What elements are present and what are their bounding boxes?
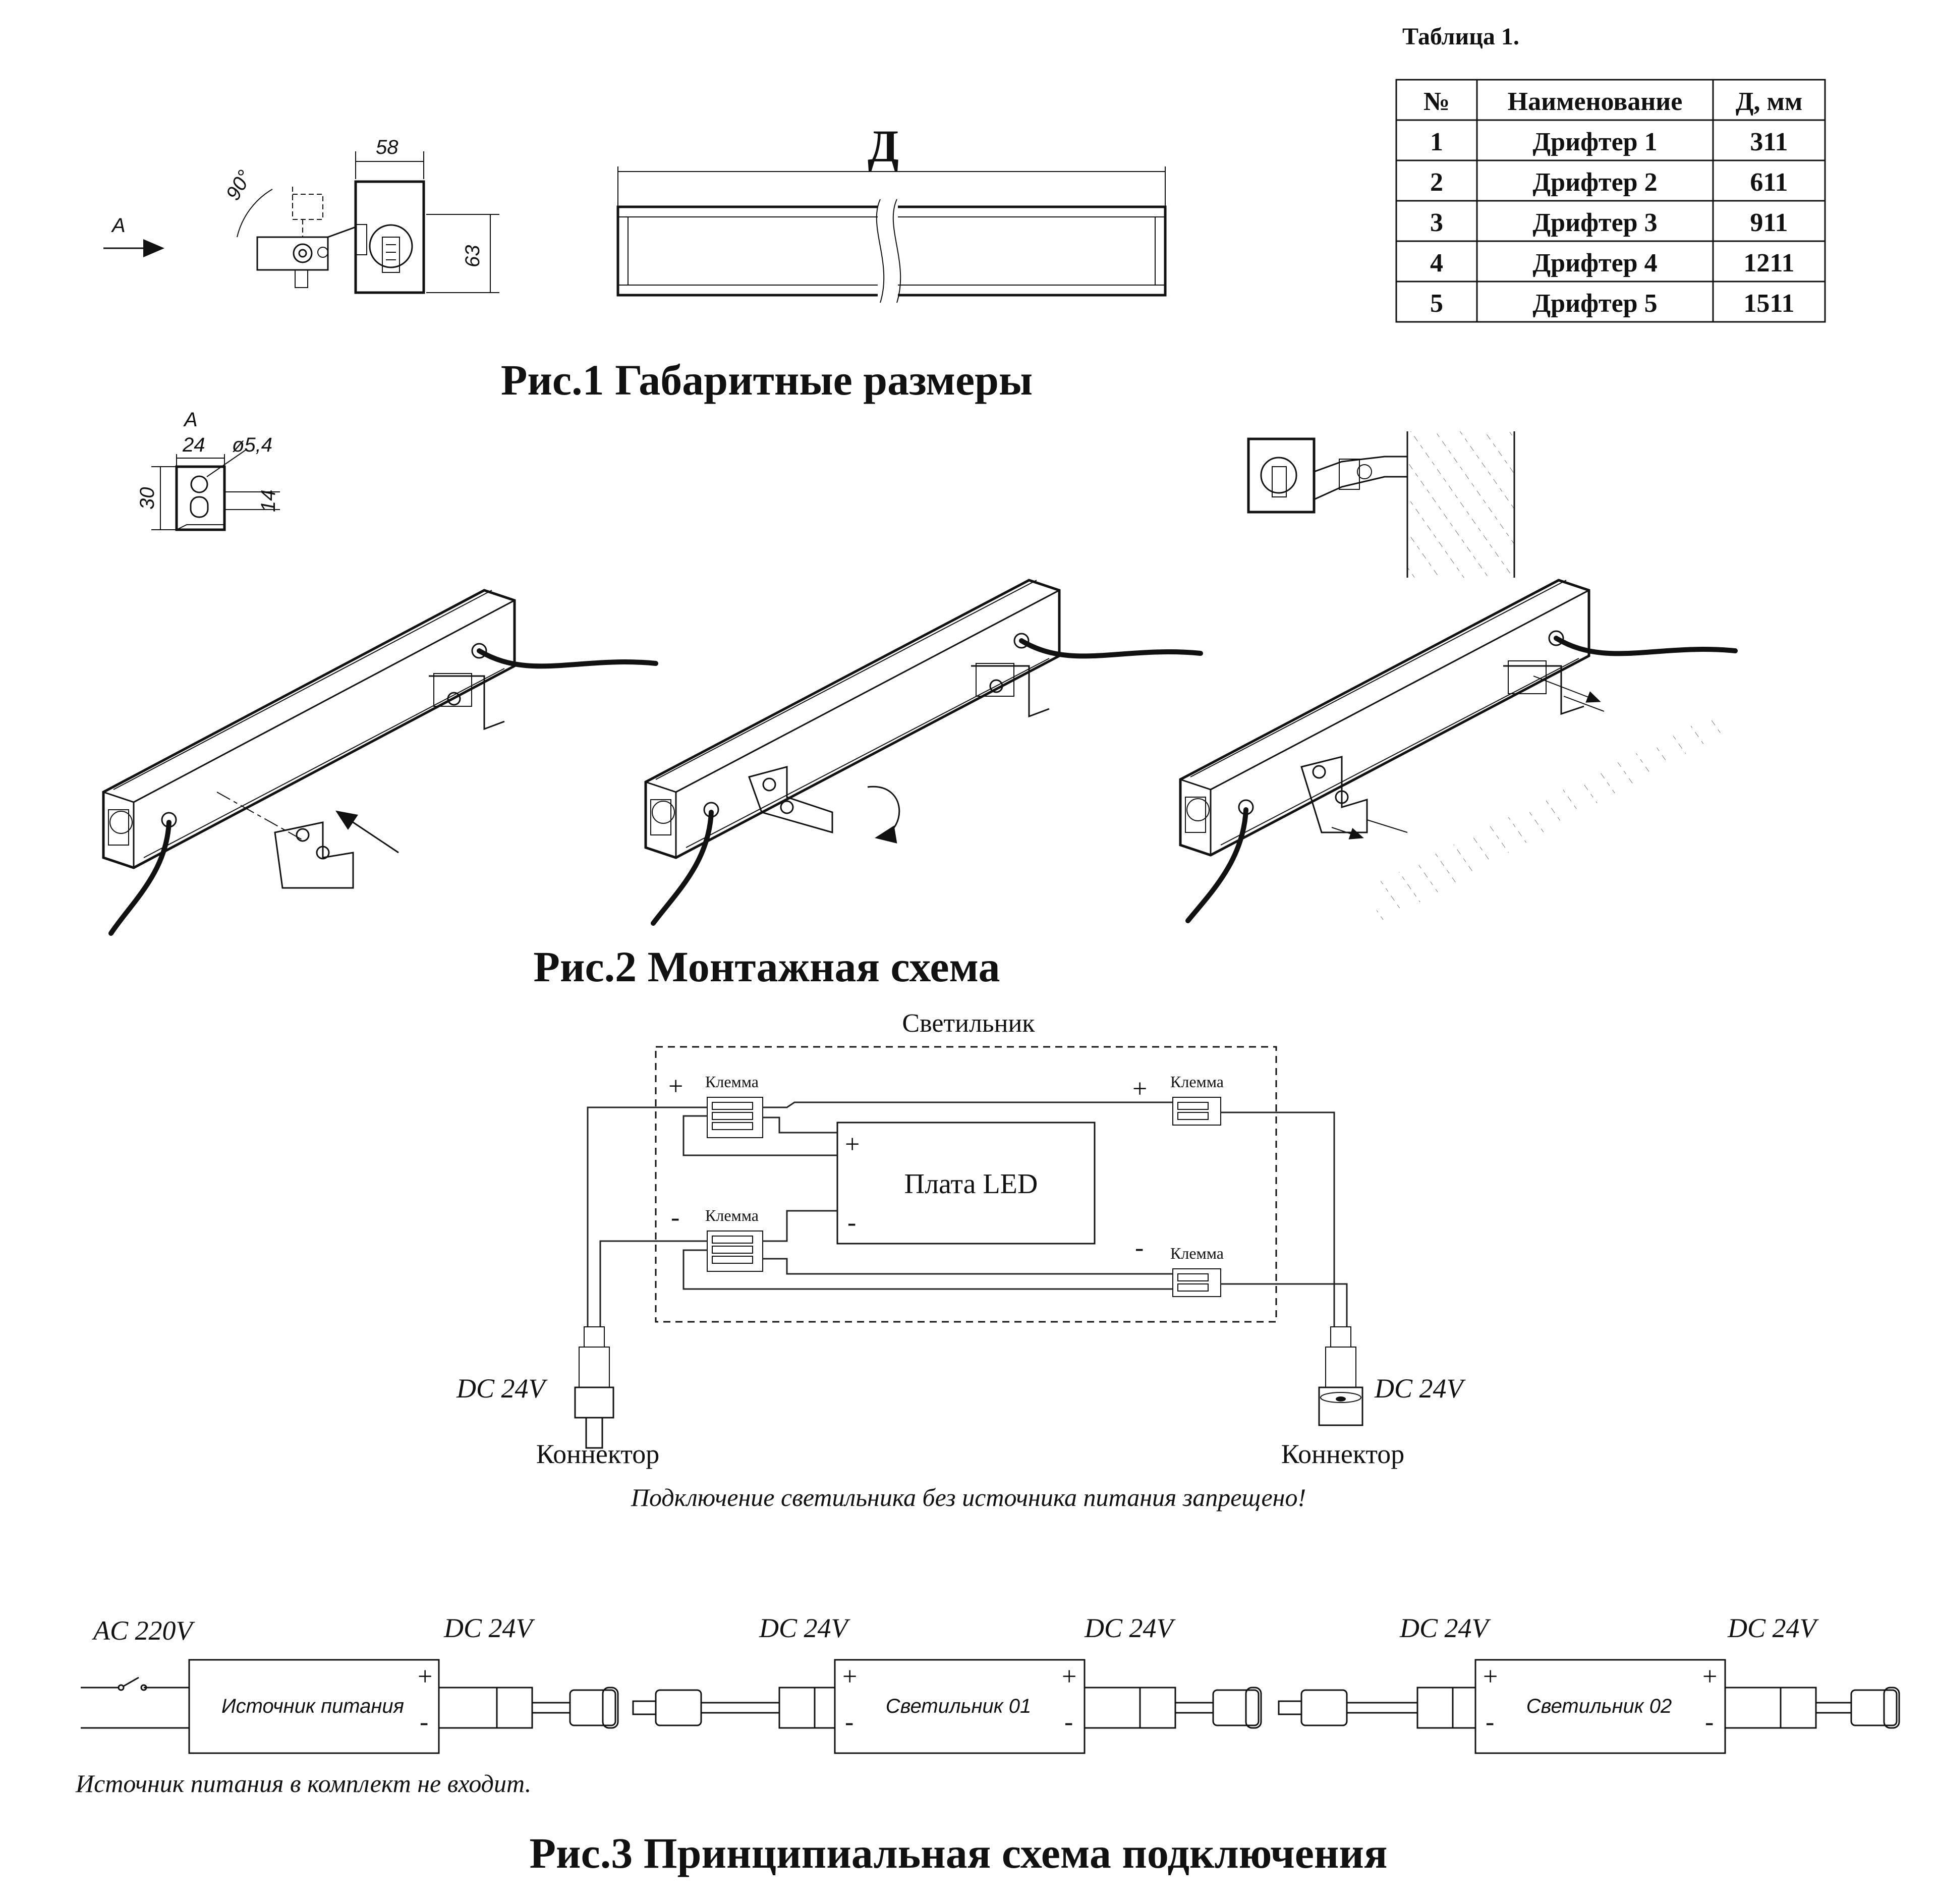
install-step-2	[644, 579, 1203, 926]
dimension-height: 63	[462, 245, 484, 268]
psu-minus: -	[420, 1708, 428, 1737]
dc-voltage-label: DC 24V	[443, 1613, 536, 1643]
table-cell: Дрифтер 1	[1532, 128, 1657, 156]
connector-left-label: Коннектор	[536, 1439, 660, 1469]
psu-plus: +	[418, 1662, 432, 1691]
table-cell: 1	[1430, 128, 1443, 156]
terminal-minus: -	[671, 1203, 679, 1232]
psu-note: Источник питания в комплект не входит.	[75, 1769, 531, 1798]
detail-a-drawing: А 24 ø5,4 30 14	[136, 409, 280, 531]
terminal-bottom-left: Клемма -	[671, 1203, 763, 1272]
luminaire-caption: Светильник	[902, 1009, 1035, 1038]
ac-voltage-label: AC 220V	[92, 1615, 196, 1646]
connector-female-right	[1318, 1326, 1363, 1426]
lum2-out-minus: -	[1705, 1708, 1714, 1737]
lum2-in-minus: -	[1486, 1708, 1494, 1737]
front-view: Д	[616, 122, 1167, 303]
lum1-out-plus: +	[1062, 1662, 1076, 1691]
terminal-top-right: Клемма +	[1132, 1073, 1224, 1126]
led-board: Плата LED + -	[836, 1122, 1096, 1245]
terminal-plus: +	[1132, 1075, 1147, 1103]
fig3-schematic: AC 220V DC 24V DC 24V DC 24V DC 24V DC 2…	[75, 1613, 1900, 1877]
luminaire-01-box: Светильник 01 + - + -	[834, 1659, 1086, 1754]
dimension-length: Д	[868, 122, 899, 172]
lum1-in-minus: -	[845, 1708, 853, 1737]
led-board-minus: -	[847, 1208, 856, 1237]
table-cell: 1211	[1743, 249, 1794, 277]
detail-a-height: 30	[136, 487, 158, 510]
led-board-label: Плата LED	[904, 1168, 1038, 1200]
table-cell: 611	[1750, 168, 1788, 197]
power-supply-label: Источник питания	[221, 1695, 404, 1717]
install-step-3	[1179, 579, 1738, 923]
wiring-diagram: Светильник Клемма + Клемма - Клемма +	[456, 1009, 1466, 1511]
table-cell: Дрифтер 3	[1532, 208, 1657, 237]
detail-a-width: 24	[182, 434, 205, 456]
connector-male-left	[574, 1326, 614, 1449]
table-cell: 311	[1750, 128, 1788, 156]
power-supply-box: Источник питания + -	[188, 1659, 440, 1754]
connector-right-label: Коннектор	[1281, 1439, 1405, 1469]
luminaire-02-box: Светильник 02 + - + -	[1474, 1659, 1726, 1754]
table-cell: 1511	[1743, 289, 1794, 318]
detail-a-label: А	[183, 409, 198, 431]
fig2-title: Рис.2 Монтажная схема	[533, 942, 1000, 991]
voltage-left: DC 24V	[456, 1373, 548, 1404]
table-cell: Дрифтер 5	[1532, 289, 1657, 318]
table-cell: 5	[1430, 289, 1443, 318]
dc-voltage-label: DC 24V	[1399, 1613, 1492, 1643]
luminaire-01-label: Светильник 01	[886, 1695, 1032, 1717]
table-cell: 4	[1430, 249, 1443, 277]
table-header-length: Д, мм	[1736, 87, 1803, 116]
warning-text: Подключение светильника без источника пи…	[631, 1483, 1306, 1511]
terminal-label: Клемма	[1170, 1073, 1224, 1091]
table-cell: Дрифтер 2	[1532, 168, 1657, 197]
led-board-plus: +	[845, 1130, 860, 1159]
fig1-drawing: А 58	[103, 122, 1167, 404]
voltage-right: DC 24V	[1374, 1373, 1466, 1404]
dc-voltage-label: DC 24V	[1084, 1613, 1176, 1643]
terminal-minus: -	[1135, 1234, 1144, 1262]
detail-a-slot: 14	[257, 490, 279, 513]
terminal-top-left: Клемма +	[668, 1072, 763, 1138]
table-header-num: №	[1423, 87, 1450, 116]
terminal-label: Клемма	[705, 1073, 759, 1091]
detail-a-hole: ø5,4	[232, 434, 272, 456]
terminal-plus: +	[668, 1072, 683, 1101]
terminal-label: Клемма	[705, 1206, 759, 1224]
table-header-name: Наименование	[1508, 87, 1683, 116]
terminal-label: Клемма	[1170, 1244, 1224, 1262]
dc-voltage-label: DC 24V	[1727, 1613, 1819, 1643]
fig3-title: Рис.3 Принципиальная схема подключения	[529, 1829, 1387, 1877]
side-view: 58 63 90°	[222, 136, 499, 294]
table-cell: 2	[1430, 168, 1443, 197]
table-cell: 3	[1430, 208, 1443, 237]
terminal-bottom-right: Клемма -	[1135, 1234, 1224, 1297]
table-caption: Таблица 1.	[1402, 23, 1519, 50]
table-cell: Дрифтер 4	[1532, 249, 1657, 277]
angle-label: 90°	[222, 166, 256, 204]
view-a-label: А	[111, 214, 126, 237]
dimensions-table: Таблица 1. № Наименование Д, мм 1 Дрифте…	[1395, 23, 1826, 323]
lum2-out-plus: +	[1702, 1662, 1717, 1691]
lum1-out-minus: -	[1064, 1708, 1073, 1737]
wall-mount-drawing	[1247, 431, 1515, 578]
lum1-in-plus: +	[842, 1662, 857, 1691]
dimension-width: 58	[376, 136, 398, 158]
fig1-title: Рис.1 Габаритные размеры	[501, 356, 1033, 404]
luminaire-02-label: Светильник 02	[1526, 1695, 1672, 1717]
dc-voltage-label: DC 24V	[759, 1613, 851, 1643]
table-cell: 911	[1750, 208, 1788, 237]
lum2-in-plus: +	[1483, 1662, 1498, 1691]
install-step-1	[102, 589, 658, 936]
